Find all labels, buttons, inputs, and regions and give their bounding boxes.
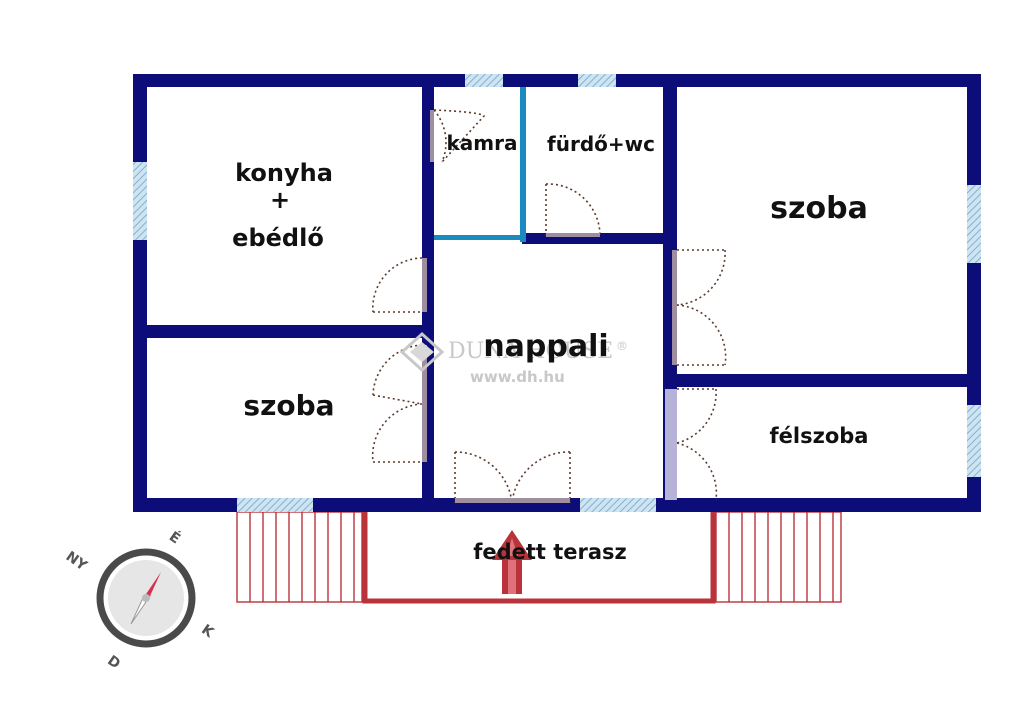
watermark-logo-icon xyxy=(399,331,445,373)
entrance-arrow xyxy=(492,530,532,594)
window-bathroom xyxy=(578,74,616,87)
compass-icon: É K D NY xyxy=(63,528,218,672)
terrace-railing-right xyxy=(715,511,842,603)
room-label-living: nappali xyxy=(483,329,608,364)
room-label-room-left: szoba xyxy=(243,389,334,422)
doors xyxy=(371,109,727,504)
partition-walls xyxy=(434,87,526,242)
window-half-room xyxy=(967,405,981,477)
watermark-brand: DUNA HOUSE xyxy=(448,339,613,364)
watermark-url: www.dh.hu xyxy=(470,368,565,386)
windows xyxy=(133,74,981,512)
watermark: DUNA HOUSE ® www.dh.hu xyxy=(399,331,628,386)
compass-south: D xyxy=(104,653,123,673)
room-label-kitchen-3: ebédlő xyxy=(232,224,324,252)
window-pantry xyxy=(465,74,503,87)
room-label-half-room: félszoba xyxy=(770,424,869,448)
compass-east: K xyxy=(198,622,217,642)
window-living xyxy=(580,498,656,512)
room-label-pantry: kamra xyxy=(447,131,518,155)
room-label-terrace: fedett terasz xyxy=(473,540,627,564)
room-label-kitchen-2: + xyxy=(270,186,290,214)
watermark-registered: ® xyxy=(616,339,628,353)
terrace-outline xyxy=(362,510,716,604)
window-room-left xyxy=(237,498,313,512)
compass-north: É xyxy=(166,528,184,547)
terrace-railing-left xyxy=(236,511,363,603)
door-leaves xyxy=(422,110,677,503)
room-label-bathroom: fürdő+wc xyxy=(547,132,655,156)
window-room-right xyxy=(967,185,981,263)
window-kitchen xyxy=(133,162,147,240)
room-label-kitchen-1: konyha xyxy=(235,159,333,187)
compass-west: NY xyxy=(63,549,91,575)
room-label-room-right: szoba xyxy=(770,191,868,226)
outer-walls xyxy=(133,74,981,512)
